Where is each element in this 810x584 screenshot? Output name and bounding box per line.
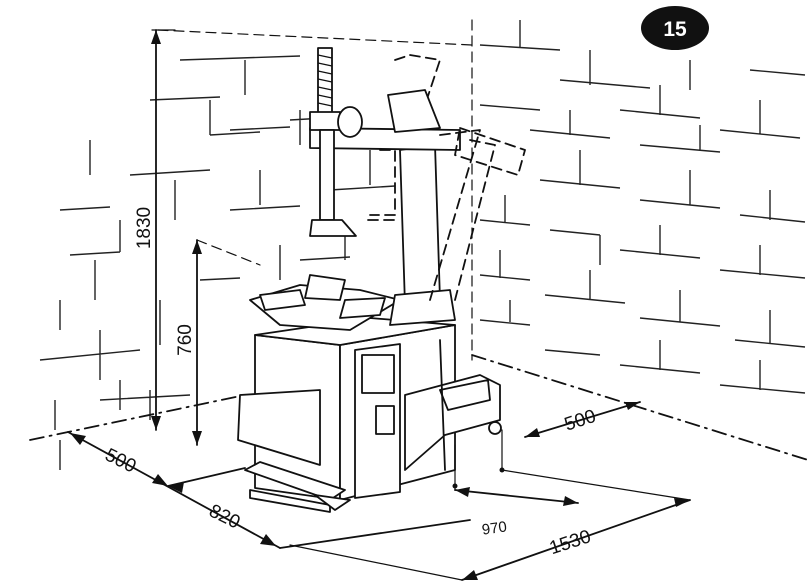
column-top-cylinder — [387, 89, 441, 133]
turntable-jaw-1 — [259, 289, 306, 311]
depth-arrow-a — [168, 482, 184, 493]
dim-width-total: 1530 — [547, 526, 594, 559]
side-panel-upper — [361, 354, 395, 394]
width-total-arrow-a — [462, 570, 478, 580]
column-base — [389, 289, 456, 326]
floor-right-line — [471, 354, 809, 461]
height-total-arrow-bottom — [151, 416, 161, 430]
tool-shaft-thread — [317, 54, 333, 107]
tool-shaft-collar — [309, 111, 341, 131]
dim-height-table: 760 — [175, 324, 196, 356]
width-total-arrow-b — [674, 498, 690, 507]
height-table-arrow-top — [192, 240, 202, 254]
left-clearance-arrow-a — [70, 433, 86, 445]
machine-column — [399, 144, 441, 306]
bead-breaker-shoe — [237, 389, 321, 466]
left-clearance-arrow-b — [152, 474, 168, 486]
depth-arrow-b — [260, 534, 276, 546]
pedal-depth-arrow-b — [563, 496, 578, 506]
base-foot-front — [249, 489, 331, 513]
lock-wheel — [337, 106, 363, 138]
floor-left-line — [29, 394, 246, 441]
dim-left-clearance: 500 — [102, 445, 140, 478]
right-clearance-arrow-b — [625, 402, 640, 410]
badge-circle — [641, 6, 709, 50]
wall-top-edge — [157, 29, 473, 46]
mount-head-post — [319, 129, 335, 221]
mount-head-tool — [309, 219, 357, 237]
right-clearance-line — [524, 401, 641, 438]
badge-number: 15 — [663, 18, 687, 41]
tyre-changer-machine — [237, 47, 526, 513]
width-total-line — [461, 499, 691, 581]
height-table-arrow-bottom — [192, 431, 202, 445]
pedal-depth-line — [454, 489, 579, 504]
tilting-column-dashed — [429, 129, 496, 301]
bead-breaker-lever — [439, 339, 446, 471]
turntable-jaw-2 — [304, 274, 346, 301]
lever-knob — [488, 421, 502, 435]
turntable-jaw-3 — [339, 297, 386, 319]
dim-depth: 820 — [206, 501, 244, 534]
bead-breaker-pad — [439, 379, 491, 411]
right-clearance-arrow-a — [525, 428, 540, 437]
pedal-depth-arrow-a — [455, 487, 470, 497]
dimension-lines — [67, 29, 691, 581]
height-total-arrow-top — [151, 30, 161, 44]
dim-right-clearance: 500 — [562, 406, 599, 436]
base-foot-left — [244, 461, 346, 501]
tilted-head-dashed — [454, 127, 526, 176]
brick-walls — [29, 19, 809, 470]
dim-pedal-depth: 970 — [481, 518, 508, 538]
right-wall — [479, 20, 806, 394]
pedal-plate — [314, 494, 351, 511]
figure-number-badge: 15 — [641, 6, 709, 50]
tool-alt-position — [367, 149, 401, 221]
dim-height-total: 1830 — [134, 207, 155, 249]
side-panel-lower — [375, 405, 395, 435]
tool-shaft — [317, 47, 333, 121]
